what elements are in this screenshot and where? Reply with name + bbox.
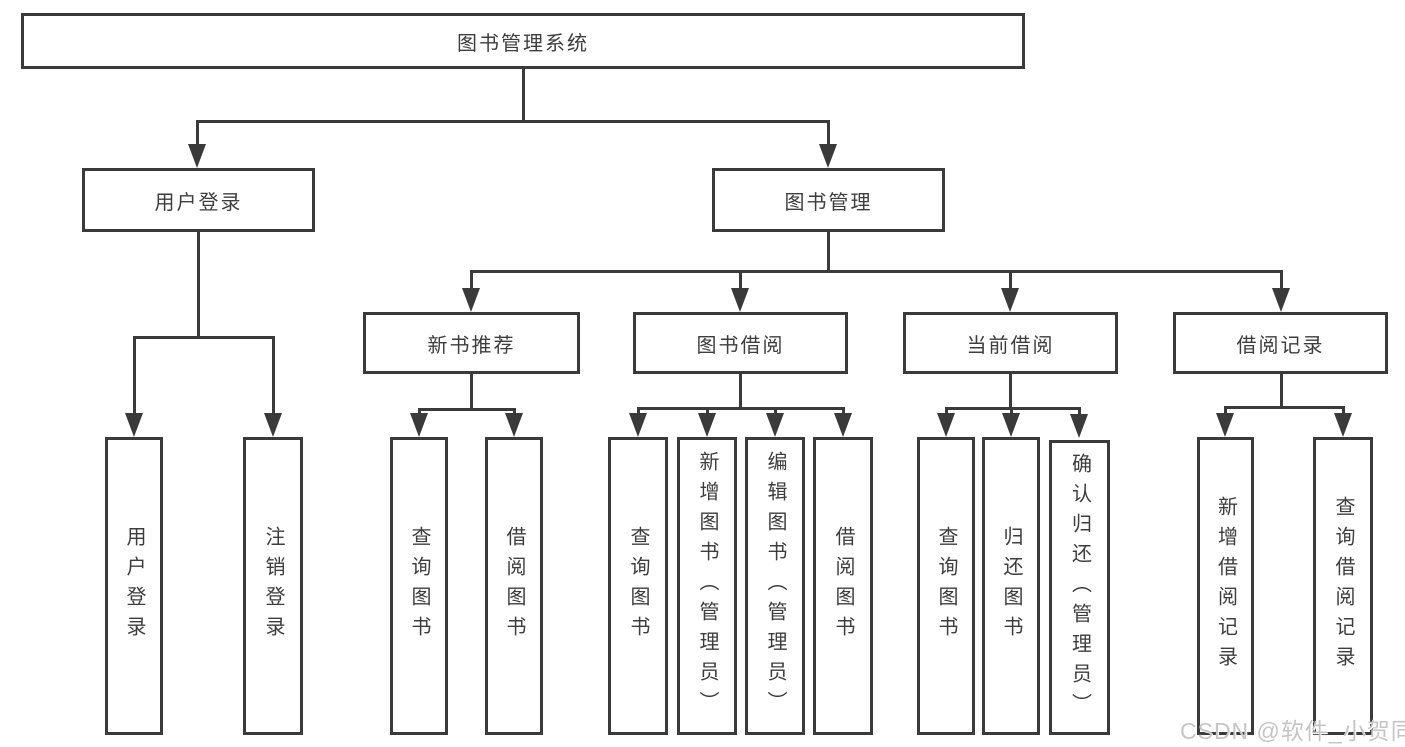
- connector-logout-leaf-drop: [271, 336, 275, 416]
- arrowhead-book-mgmt: [819, 144, 837, 168]
- leaf-br-query-record-label: 查询借阅记录: [1332, 496, 1354, 676]
- leaf-user-login-label: 用户登录: [123, 526, 145, 646]
- leaf-cb-query-books: 查询图书: [917, 437, 975, 735]
- arrowhead-cb-return: [1002, 413, 1020, 437]
- node-current-borrowing-label: 当前借阅: [966, 334, 1055, 357]
- node-borrowing-records-label: 借阅记录: [1236, 334, 1325, 357]
- arrowhead-bb-edit: [766, 413, 784, 437]
- connector-book-borrow-stem: [738, 374, 742, 407]
- arrowhead-current-borrow: [1001, 288, 1019, 312]
- leaf-cb-return-books: 归还图书: [982, 437, 1040, 735]
- arrowhead-nb-borrow: [505, 413, 523, 437]
- connector-current-borrow-stem: [1008, 374, 1012, 407]
- arrowhead-nb-query: [410, 413, 428, 437]
- leaf-logout: 注销登录: [243, 437, 303, 735]
- arrowhead-new-book: [462, 288, 480, 312]
- connector-login-leaf-drop: [132, 336, 136, 416]
- arrowhead-cb-confirm: [1070, 414, 1088, 438]
- leaf-bb-query-books: 查询图书: [608, 437, 668, 735]
- watermark: CSDN @软件_小贺同学: [1180, 718, 1405, 744]
- node-current-borrowing: 当前借阅: [903, 312, 1118, 374]
- node-new-book-recommend: 新书推荐: [363, 312, 580, 374]
- connector-borrow-record-stem: [1279, 374, 1283, 406]
- connector-bb-query-drop: [636, 407, 640, 416]
- leaf-cb-confirm-return-admin-label: 确认归还（管理员）: [1068, 452, 1091, 723]
- node-library-management-system: 图书管理系统: [21, 13, 1025, 69]
- arrowhead-logout-leaf: [264, 413, 282, 437]
- connector-user-login-drop: [195, 120, 199, 150]
- connector-book-mgmt-stem: [826, 232, 830, 270]
- leaf-bb-borrow-books: 借阅图书: [813, 437, 873, 735]
- arrowhead-login-leaf: [125, 413, 143, 437]
- leaf-bb-edit-books-admin-label: 编辑图书（管理员）: [764, 451, 786, 721]
- arrowhead-bb-add: [698, 413, 716, 437]
- arrowhead-bb-query: [629, 413, 647, 437]
- leaf-nb-query-books: 查询图书: [390, 437, 448, 735]
- leaf-br-query-record: 查询借阅记录: [1313, 437, 1373, 735]
- connector-user-login-stem: [196, 232, 200, 336]
- arrowhead-br-add: [1216, 413, 1234, 437]
- node-user-login-label: 用户登录: [154, 191, 243, 214]
- node-book-borrowing: 图书借阅: [633, 312, 848, 374]
- leaf-nb-borrow-books-label: 借阅图书: [503, 526, 525, 646]
- leaf-bb-edit-books-admin: 编辑图书（管理员）: [745, 437, 805, 735]
- connector-new-book-rail: [417, 408, 516, 411]
- connector-cb-query-drop: [944, 407, 948, 416]
- leaf-br-add-record-label: 新增借阅记录: [1214, 496, 1237, 676]
- leaf-nb-borrow-books: 借阅图书: [485, 437, 543, 735]
- leaf-bb-query-books-label: 查询图书: [627, 526, 649, 646]
- connector-current-borrow-drop: [1008, 270, 1012, 292]
- connector-book-mgmt-drop: [826, 120, 830, 150]
- connector-br-add-drop: [1223, 406, 1227, 416]
- connector-borrow-record-drop: [1279, 270, 1283, 292]
- connector-cb-confirm-drop: [1077, 407, 1081, 416]
- arrowhead-borrow-record: [1272, 288, 1290, 312]
- connector-borrow-record-rail: [1223, 406, 1345, 409]
- connector-new-book-drop: [469, 270, 473, 292]
- node-borrowing-records: 借阅记录: [1173, 312, 1388, 374]
- connector-root-stem: [521, 69, 525, 123]
- connector-nb-borrow-drop: [512, 408, 516, 417]
- leaf-cb-query-books-label: 查询图书: [935, 526, 957, 646]
- connector-bb-add-drop: [705, 407, 709, 416]
- leaf-logout-label: 注销登录: [262, 526, 284, 646]
- leaf-bb-borrow-books-label: 借阅图书: [832, 526, 854, 646]
- connector-level2-rail: [195, 120, 830, 123]
- node-book-management: 图书管理: [712, 168, 945, 232]
- connector-book-borrow-drop: [738, 270, 742, 292]
- connector-level3-rail: [469, 270, 1283, 273]
- leaf-user-login: 用户登录: [105, 437, 163, 735]
- node-library-management-system-label: 图书管理系统: [457, 32, 589, 55]
- leaf-cb-confirm-return-admin: 确认归还（管理员）: [1049, 440, 1110, 735]
- connector-user-login-rail: [132, 336, 275, 339]
- leaf-bb-add-books-admin: 新增图书（管理员）: [677, 437, 737, 735]
- leaf-nb-query-books-label: 查询图书: [408, 526, 430, 646]
- arrowhead-bb-borrow: [834, 413, 852, 437]
- node-new-book-recommend-label: 新书推荐: [427, 334, 516, 357]
- node-book-borrowing-label: 图书借阅: [696, 334, 785, 357]
- connector-bb-borrow-drop: [841, 407, 845, 416]
- connector-nb-query-drop: [417, 408, 421, 417]
- arrowhead-user-login: [188, 144, 206, 168]
- leaf-br-add-record: 新增借阅记录: [1197, 437, 1254, 735]
- leaf-bb-add-books-admin-label: 新增图书（管理员）: [696, 451, 718, 721]
- node-user-login: 用户登录: [82, 168, 315, 232]
- connector-book-borrow-rail: [636, 407, 845, 410]
- arrowhead-br-query: [1334, 413, 1352, 437]
- connector-current-borrow-rail: [944, 407, 1081, 410]
- connector-bb-edit-drop: [773, 407, 777, 416]
- connector-new-book-stem: [469, 374, 473, 408]
- leaf-cb-return-books-label: 归还图书: [1000, 526, 1022, 646]
- node-book-management-label: 图书管理: [784, 191, 873, 214]
- arrowhead-book-borrow: [731, 288, 749, 312]
- connector-br-query-drop: [1341, 406, 1345, 416]
- arrowhead-cb-query: [937, 413, 955, 437]
- connector-cb-return-drop: [1009, 407, 1013, 416]
